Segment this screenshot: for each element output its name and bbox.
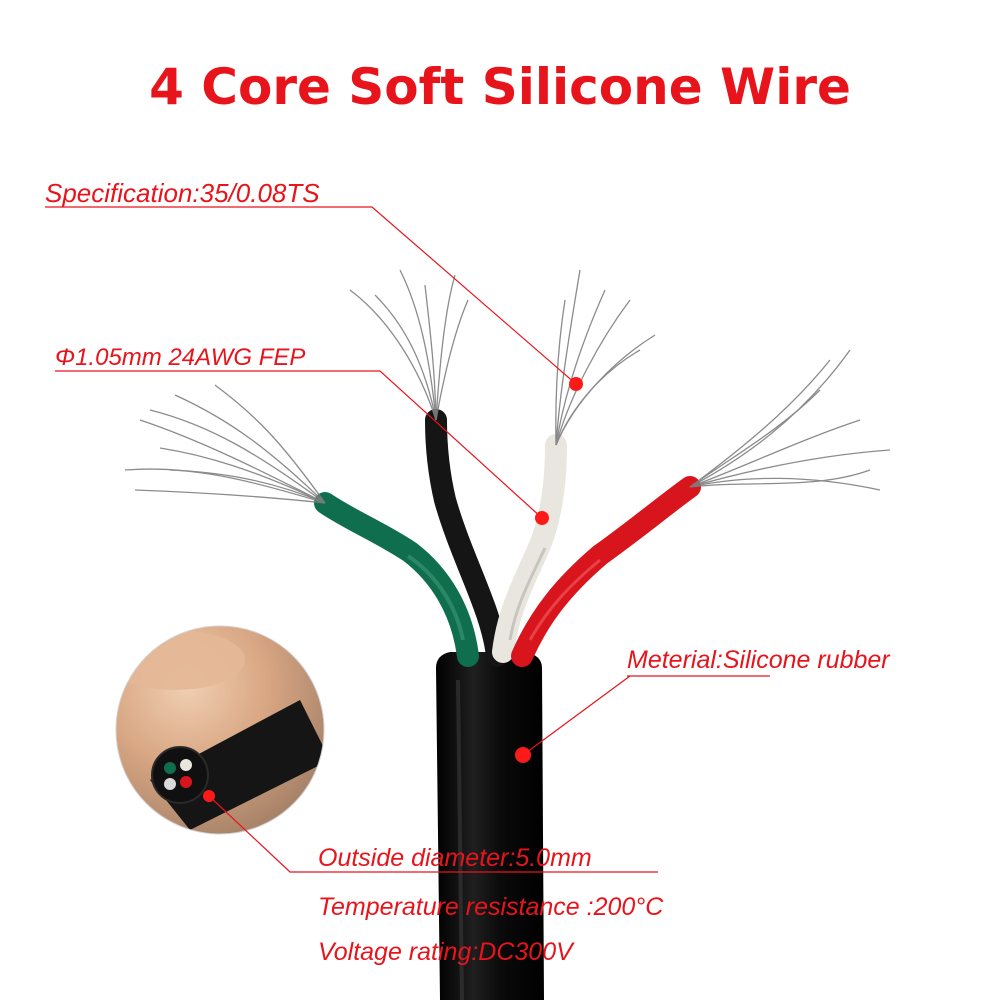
specification-label: Specification:35/0.08TS <box>45 178 320 208</box>
temperature-label: Temperature resistance :200°C <box>318 893 664 921</box>
callout-dots <box>203 377 583 802</box>
voltage-label: Voltage rating:DC300V <box>318 938 573 966</box>
diameter-label: Φ1.05mm 24AWG FEP <box>55 344 306 371</box>
page-title: 4 Core Soft Silicone Wire <box>149 58 851 116</box>
cable-jacket-highlight <box>456 679 464 1000</box>
material-label: Meterial:Silicone rubber <box>627 646 890 674</box>
copper-strands <box>124 269 891 504</box>
white-wire <box>492 434 567 663</box>
outside-diameter-label: Outside diameter:5.0mm <box>318 844 592 872</box>
cable-jacket <box>436 652 544 1000</box>
black-wire <box>425 409 508 667</box>
callout-lines <box>45 206 770 873</box>
cable-end-inset <box>116 626 324 834</box>
